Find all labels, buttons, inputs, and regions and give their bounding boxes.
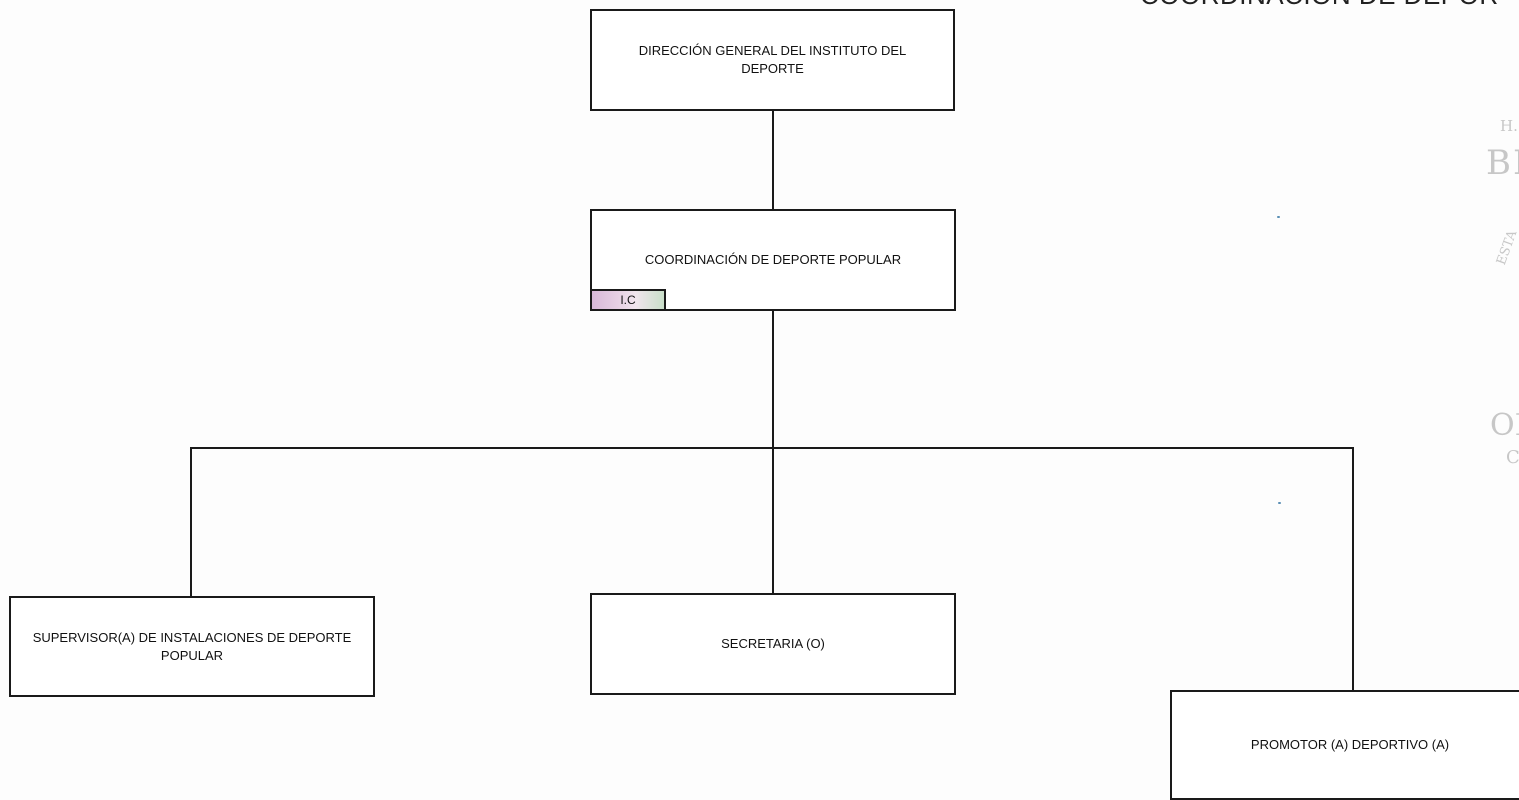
official-stamp-line5: C <box>1506 447 1519 468</box>
connector-direccion-coordinacion <box>772 109 774 209</box>
node-coordinacion-label: COORDINACIÓN DE DEPORTE POPULAR <box>644 252 902 267</box>
scan-dot <box>1277 216 1280 218</box>
node-supervisor-label: SUPERVISOR(A) DE INSTALACIONES DE DEPORT… <box>32 629 352 663</box>
official-stamp-line2: BE <box>1486 143 1519 183</box>
scan-dot <box>1278 502 1281 504</box>
node-secretaria: SECRETARIA (O) <box>590 593 956 695</box>
connector-to-promotor <box>1352 447 1354 691</box>
official-stamp-line4: OF <box>1490 408 1519 443</box>
node-direccion-general-label: DIRECCIÓN GENERAL DEL INSTITUTO DEL DEPO… <box>638 43 907 76</box>
connector-to-supervisor <box>190 447 192 597</box>
node-promotor-label: PROMOTOR (A) DEPORTIVO (A) <box>1250 737 1450 752</box>
connector-coordinacion-trunk <box>772 309 774 449</box>
node-secretaria-label: SECRETARIA (O) <box>721 636 825 651</box>
node-promotor: PROMOTOR (A) DEPORTIVO (A) <box>1170 690 1519 800</box>
official-stamp-seal-text: ESTA <box>1494 228 1519 268</box>
connector-to-secretaria <box>772 447 774 594</box>
page-title: COORDINACIÓN DE DEPOR <box>1140 0 1499 11</box>
node-supervisor: SUPERVISOR(A) DE INSTALACIONES DE DEPORT… <box>9 596 375 697</box>
node-coordinacion-tag: I.C <box>592 289 666 309</box>
node-direccion-general: DIRECCIÓN GENERAL DEL INSTITUTO DEL DEPO… <box>590 9 955 111</box>
node-coordinacion-deporte-popular: COORDINACIÓN DE DEPORTE POPULAR I.C <box>590 209 956 311</box>
official-stamp-line1: H. <box>1500 117 1518 135</box>
